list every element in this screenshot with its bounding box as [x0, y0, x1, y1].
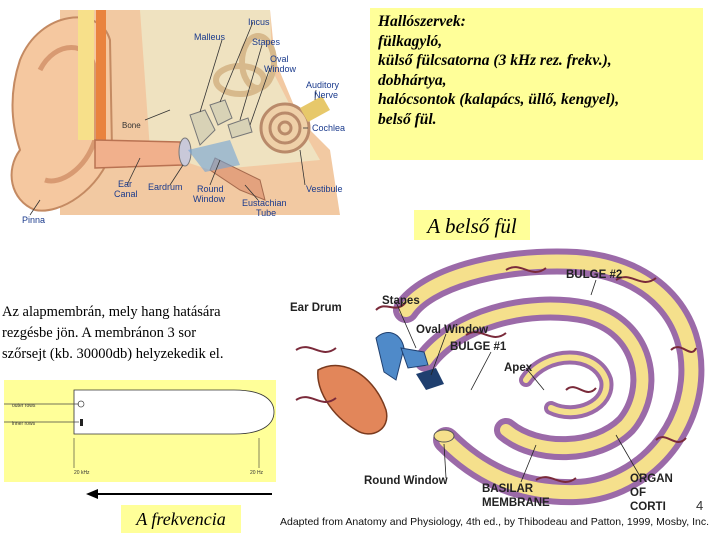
membrane-outline	[73, 389, 275, 435]
label-freq-low: 20 Hz	[250, 470, 264, 476]
description-line: szőrsejt (kb. 30000db) helyzekedik el.	[2, 346, 224, 362]
ossicle-malleus	[375, 332, 405, 381]
note-line-ossicles: halócsontok (kalapács, üllő, kengyel),	[378, 91, 620, 108]
label-bone: Bone	[122, 121, 141, 130]
pinna-fold	[37, 45, 98, 184]
label-ear-drum: Ear Drum	[290, 302, 342, 314]
round-window-shape	[433, 429, 455, 443]
basilar-membrane-schematic: outer rows inner rows 20 kHz 20 Hz	[4, 380, 280, 482]
label-outer-rows: outer rows	[12, 403, 36, 409]
note-line-eardrum: dobhártya,	[378, 71, 447, 89]
ear-canal	[94, 139, 183, 169]
eardrum-shape	[178, 137, 192, 167]
ossicle-incus	[400, 347, 429, 369]
label-apex: Apex	[504, 362, 533, 374]
note-line-pinna: fülkagyló,	[378, 32, 443, 50]
inner-rows-marker	[80, 419, 83, 426]
hearing-organs-note: Hallószervek: fülkagyló, külső fülcsator…	[370, 8, 703, 160]
cochlea-center	[277, 120, 293, 136]
outer-rows-marker	[77, 400, 85, 408]
note-line-title: Hallószervek:	[378, 13, 466, 30]
stapes-bone	[227, 117, 253, 139]
label-stapes: Stapes	[252, 37, 281, 47]
note-line-inner-ear: belső fül.	[378, 110, 437, 128]
cochlea-turn	[268, 111, 302, 145]
description-line: Az alapmembrán, mely hang hatására	[2, 304, 221, 320]
frequency-label: A frekvencia	[121, 505, 241, 533]
label-pinna: Pinna	[22, 215, 45, 225]
semicircular-canal-2	[213, 63, 267, 97]
label-freq-high: 20 kHz	[74, 470, 90, 476]
label-eardrum: Eardrum	[148, 182, 183, 192]
page-number: 4	[696, 498, 704, 513]
arrow-head	[86, 489, 98, 499]
note-line-ear-canal: külső fülcsatorna (3 kHz rez. frekv.),	[378, 52, 612, 69]
cartilage-edge	[96, 10, 106, 140]
label-malleus: Malleus	[194, 32, 226, 42]
pressure-arrows	[295, 266, 697, 483]
inner-ear-title: A belső fül	[414, 210, 530, 242]
label-vestibule: Vestibule	[306, 184, 343, 194]
cochlea-shape	[259, 102, 311, 154]
frequency-arrow	[86, 489, 272, 499]
ossicle-stapes	[416, 368, 444, 390]
label-inner-rows: inner rows	[12, 421, 36, 427]
label-bulge-1: BULGE #1	[450, 341, 507, 353]
ear-drum-shape	[317, 364, 388, 435]
label-round-window-cochlea: Round Window	[364, 475, 448, 487]
auditory-nerve-shape	[300, 96, 330, 122]
description-line: rezgésbe jön. A membránon 3 sor	[2, 325, 197, 341]
cartilage-strip	[78, 10, 94, 140]
label-stapes-cochlea: Stapes	[382, 295, 420, 307]
middle-ear-cavity	[188, 140, 240, 172]
cochlea-apex-fluid	[523, 354, 610, 416]
basilar-membrane-description: Az alapmembrán, mely hang hatására rezgé…	[2, 302, 277, 365]
label-bulge-2: BULGE #2	[566, 269, 622, 281]
cochlea-diagram: Ear Drum Stapes Oval Window BULGE #1 BUL…	[276, 240, 706, 512]
label-oval-window-cochlea: Oval Window	[416, 324, 488, 336]
label-incus: Incus	[248, 17, 270, 27]
label-cochlea: Cochlea	[312, 123, 345, 133]
figure-credit: Adapted from Anatomy and Physiology, 4th…	[280, 516, 710, 528]
cochlea-outer-fluid	[399, 254, 699, 500]
cochlea-inner-fluid	[420, 302, 649, 455]
